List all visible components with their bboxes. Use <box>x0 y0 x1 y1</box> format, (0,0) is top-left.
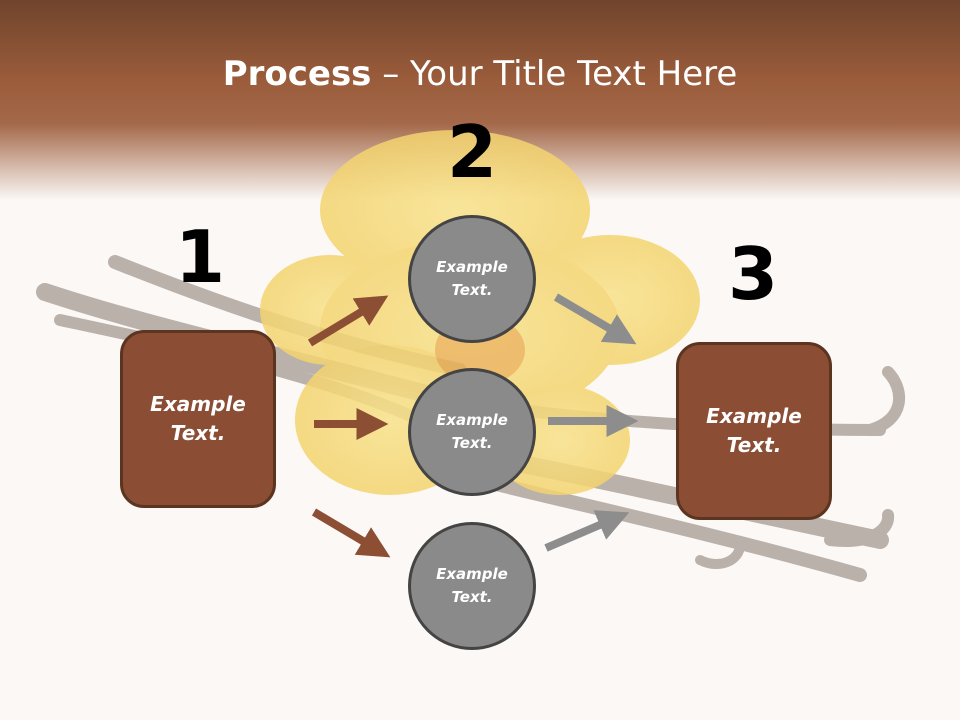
step-number-3: 3 <box>727 232 779 316</box>
title-rest: – Your Title Text Here <box>371 54 738 94</box>
step-1-box: Example Text. <box>120 330 276 508</box>
circle-bottom-text: Example Text. <box>436 565 508 606</box>
step-number-2: 2 <box>446 110 498 194</box>
step-3-text: Example Text. <box>706 404 802 457</box>
process-circle-bottom: Example Text. <box>408 522 536 650</box>
process-circle-middle: Example Text. <box>408 368 536 496</box>
circle-top-text: Example Text. <box>436 258 508 299</box>
step-1-text: Example Text. <box>150 392 246 445</box>
circle-middle-text: Example Text. <box>436 411 508 452</box>
step-3-box: Example Text. <box>676 342 832 520</box>
process-circle-top: Example Text. <box>408 215 536 343</box>
title-bold: Process <box>222 54 372 94</box>
step-number-1: 1 <box>174 215 226 299</box>
slide-title: Process – Your Title Text Here <box>0 52 960 96</box>
